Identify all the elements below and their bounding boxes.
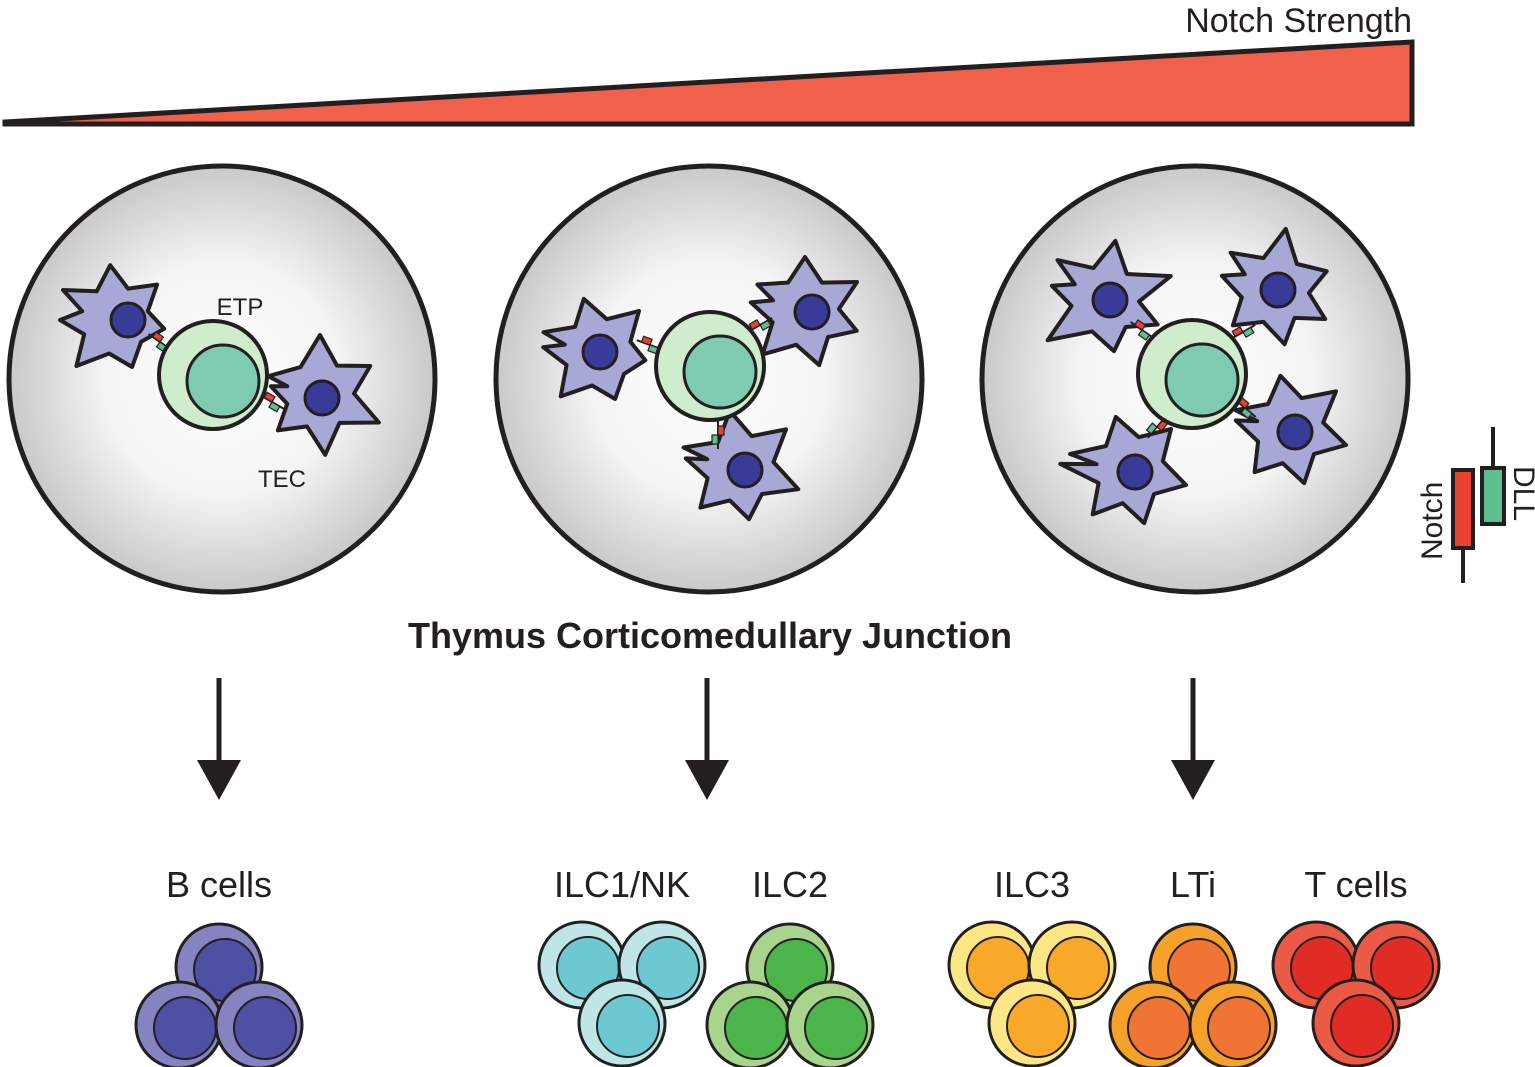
notch-dll-pair [711, 421, 725, 449]
dll-legend-label: DLL [1507, 466, 1535, 521]
etp-label: ETP [217, 294, 264, 321]
b-cell-cluster [134, 922, 304, 1067]
label-ilc3: ILC3 [994, 864, 1070, 905]
dll-ligand [711, 434, 719, 445]
label-b-cells: B cells [166, 864, 272, 905]
notch-receptor [1133, 319, 1147, 331]
arrow-b [197, 678, 241, 800]
etp-cell [1136, 318, 1248, 430]
cell-clusters [134, 920, 1441, 1067]
tec-group [58, 263, 381, 457]
notch-receptor [748, 318, 761, 331]
tec-group [541, 255, 859, 522]
cell-nucleus [596, 994, 660, 1058]
arrow-ilc3-t [1171, 678, 1215, 800]
cell-nucleus [153, 996, 217, 1060]
notch-receptor-icon [1451, 468, 1475, 550]
lti-cluster [1108, 922, 1278, 1067]
ilc2-cluster [705, 922, 875, 1067]
tec-label: TEC [258, 466, 306, 493]
arrow-head [685, 760, 729, 800]
niche-intermediate [493, 163, 925, 595]
tec-nucleus [109, 301, 147, 339]
tec-nucleus [303, 379, 341, 417]
arrow-ilc12 [685, 678, 729, 800]
dll-ligand [1145, 422, 1158, 435]
tec-cell [1233, 373, 1348, 486]
tec-cell [748, 255, 859, 368]
cell-nucleus [1046, 936, 1110, 1000]
gradient-wedge [2, 39, 1415, 127]
tec-cell [266, 333, 381, 457]
tec-cell [541, 296, 648, 401]
etp-nucleus [185, 343, 261, 419]
etp-nucleus [1164, 342, 1240, 418]
tec-nucleus [1276, 413, 1314, 451]
arrow-head [197, 760, 241, 800]
notch-legend-label: Notch [1416, 482, 1449, 560]
tec-nucleus [1259, 271, 1297, 309]
notch-receptor [717, 425, 725, 436]
label-t-cells: T cells [1304, 864, 1407, 905]
tec-nucleus [793, 293, 831, 331]
notch-receptor [151, 331, 165, 343]
arrow-head [1171, 760, 1215, 800]
tec-cell [1219, 226, 1329, 347]
cell-nucleus [233, 996, 297, 1060]
receptor-legend: Notch DLL [1416, 427, 1535, 583]
notch-receptor [263, 391, 276, 403]
tec-cell [58, 263, 167, 369]
label-ilc1-nk: ILC1/NK [554, 864, 690, 905]
dll-ligand [1240, 407, 1253, 420]
notch-strength-gradient: Notch Strength [2, 2, 1415, 127]
tec-cell [1058, 414, 1188, 526]
etp-cell [157, 319, 269, 431]
cell-nucleus [1370, 936, 1434, 1000]
cell-nucleus [724, 996, 788, 1060]
tec-cell [681, 408, 801, 522]
cell-nucleus [1006, 994, 1070, 1058]
cell-nucleus [804, 996, 868, 1060]
ilc3-cluster [947, 920, 1117, 1067]
dll-ligand [1242, 326, 1255, 339]
cell-nucleus [636, 936, 700, 1000]
tec-nucleus [581, 333, 619, 371]
label-lti: LTi [1170, 864, 1216, 905]
dll-ligand [759, 319, 772, 332]
t-cell-cluster [1271, 920, 1441, 1067]
notch-dll-pair [1230, 324, 1256, 340]
gradient-label: Notch Strength [1185, 2, 1412, 40]
notch-receptor [1231, 325, 1244, 338]
tec-group [1045, 226, 1348, 526]
cell-nucleus [1330, 994, 1394, 1058]
cell-nucleus [1127, 996, 1191, 1060]
junction-title: Thymus Corticomedullary Junction [408, 615, 1012, 656]
cell-nucleus [1207, 996, 1271, 1060]
etp-nucleus [682, 334, 758, 410]
niche-weak: ETP TEC [6, 163, 438, 595]
dll-ligand [1137, 329, 1151, 341]
label-ilc2: ILC2 [752, 864, 828, 905]
notch-dll-pair [636, 335, 664, 355]
notch-receptor [640, 335, 653, 346]
ilc1-nk-cluster [537, 920, 707, 1067]
tec-nucleus [1091, 281, 1129, 319]
dll-ligand [268, 401, 281, 413]
tec-nucleus [726, 451, 764, 489]
niche-strong [979, 163, 1411, 595]
dll-ligand-icon [1480, 466, 1506, 526]
etp-cell [654, 310, 766, 422]
tec-nucleus [1116, 453, 1154, 491]
notch-dll-pair [1129, 319, 1155, 341]
